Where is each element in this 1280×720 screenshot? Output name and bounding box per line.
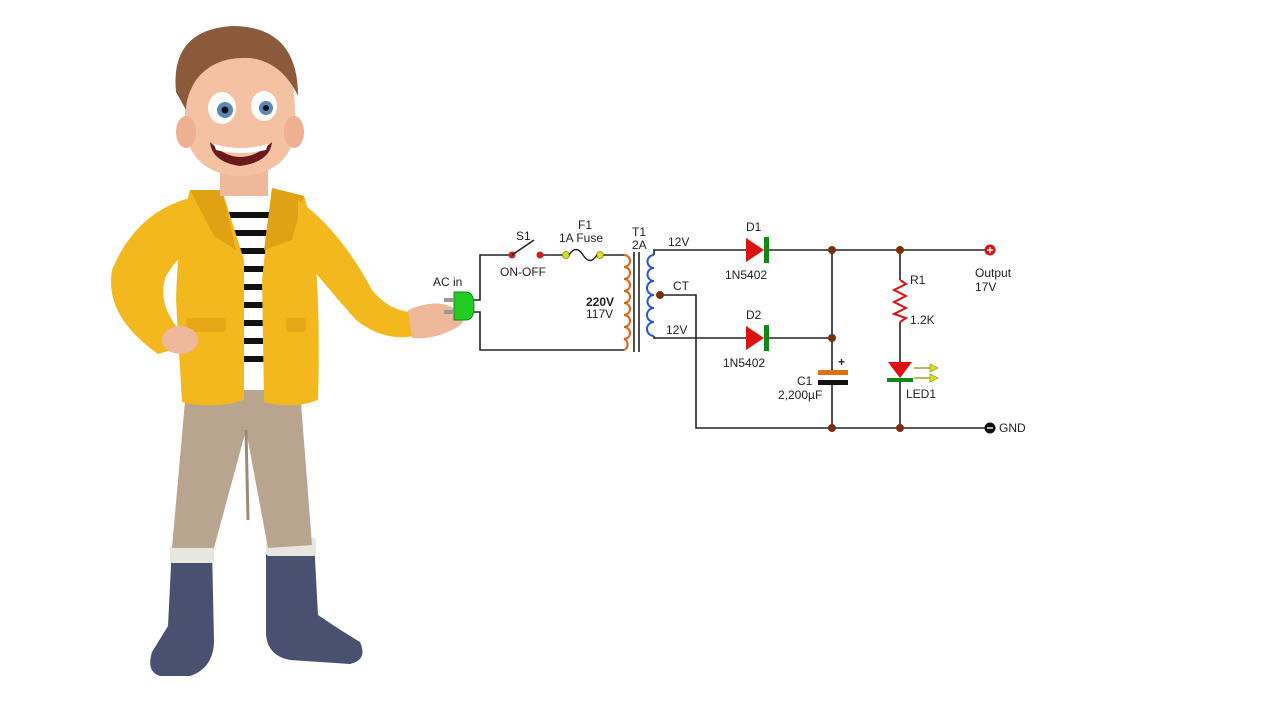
r1-ref-label: R1	[910, 273, 926, 287]
gnd-label: GND	[999, 421, 1026, 435]
resistor-r1-icon	[891, 279, 909, 323]
output-voltage-label: 17V	[975, 280, 996, 294]
f1-value-label: 1A Fuse	[559, 231, 603, 245]
diode-d1-icon	[746, 237, 769, 263]
transformer-t1-icon	[623, 252, 655, 352]
led1-icon	[887, 362, 939, 383]
d2-value-label: 1N5402	[723, 356, 765, 370]
cartoon-presenter-icon	[110, 26, 464, 676]
s1-value-label: ON-OFF	[500, 265, 546, 279]
r1-value-label: 1.2K	[910, 313, 935, 327]
led1-ref-label: LED1	[906, 387, 936, 401]
eyes	[208, 91, 277, 124]
d1-ref-label: D1	[746, 220, 762, 234]
primary-voltage-117-label: 117V	[586, 307, 613, 321]
d1-value-label: 1N5402	[725, 268, 767, 282]
head	[175, 26, 304, 196]
t1-ref-label: T1	[632, 225, 646, 239]
output-terminal-icon	[984, 244, 996, 256]
output-label: Output	[975, 266, 1012, 280]
ac-in-label: AC in	[433, 275, 462, 289]
ac-plug-icon	[444, 291, 475, 321]
d2-ref-label: D2	[746, 308, 762, 322]
gnd-terminal-icon	[984, 422, 996, 434]
right-boot	[266, 538, 363, 664]
secondary-top-voltage-label: 12V	[668, 235, 689, 249]
switch-s1-icon	[508, 239, 544, 259]
t1-rating-label: 2A	[632, 238, 647, 252]
c1-value-label: 2,200µF	[778, 388, 822, 402]
left-boot	[150, 545, 214, 676]
c1-plus-label: +	[838, 355, 845, 369]
center-tap-label: CT	[673, 279, 690, 293]
diode-d2-icon	[746, 325, 769, 351]
secondary-bottom-voltage-label: 12V	[666, 323, 687, 337]
junction-dots	[656, 246, 904, 432]
c1-ref-label: C1	[797, 374, 813, 388]
primary-voltage-220-label: 220V	[586, 295, 614, 309]
capacitor-c1-icon	[818, 370, 848, 385]
pants	[172, 390, 312, 548]
yellow-jacket	[110, 188, 464, 406]
fuse-f1-icon	[562, 248, 604, 262]
s1-ref-label: S1	[516, 229, 531, 243]
f1-ref-label: F1	[578, 218, 592, 232]
